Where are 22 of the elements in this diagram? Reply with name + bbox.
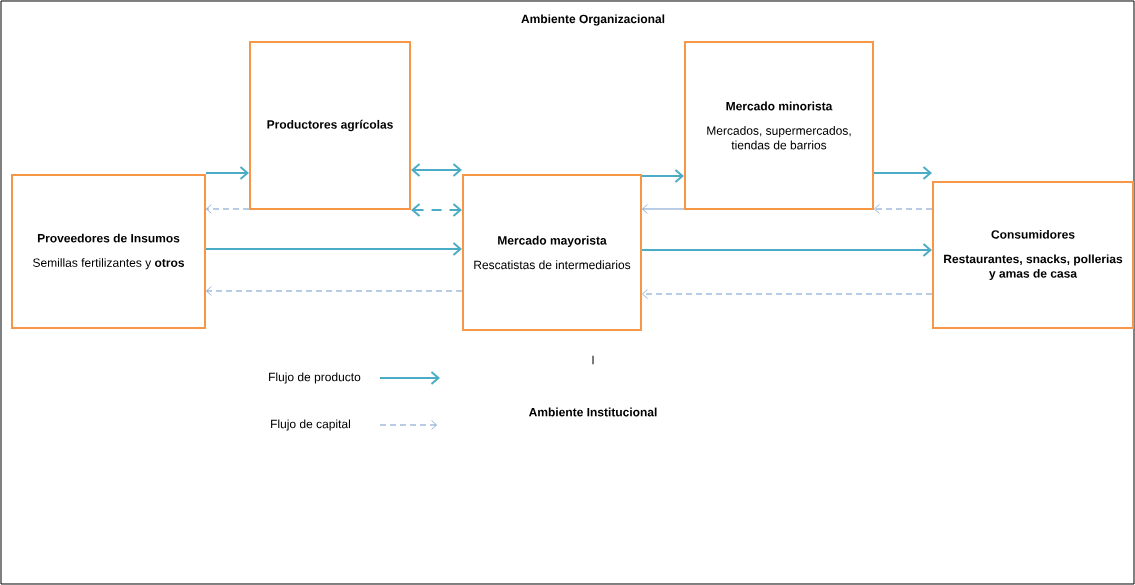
arrow <box>206 204 250 214</box>
process-box: Proveedores de Insumos Semillas fertilizantes y otros <box>11 174 206 329</box>
arrow <box>411 203 462 217</box>
arrow <box>874 204 933 214</box>
heading-text: Ambiente Organizacional <box>521 14 665 26</box>
process-box: Mercado mayorista Rescatistas de intermediarios <box>462 174 642 331</box>
arrow <box>642 289 933 299</box>
arrow <box>874 166 932 180</box>
arrow <box>206 166 249 180</box>
process-box: Mercado minorista Mercados, supermercados, tiendas de barrios <box>684 41 874 210</box>
arrow <box>642 243 932 257</box>
process-box: Consumidores Restaurantes, snacks, pollerias y amas de casa <box>932 181 1134 329</box>
legend-text: Flujo de producto <box>269 372 361 384</box>
arrow <box>206 242 462 256</box>
process-box: Productores agrícolas <box>249 41 411 210</box>
arrow <box>642 204 685 214</box>
arrow <box>206 286 463 296</box>
arrow <box>642 169 684 183</box>
heading-text: Ambiente Institucional <box>528 407 657 417</box>
mark-text: l <box>592 355 594 365</box>
legend-text: Flujo de capital <box>271 419 350 431</box>
arrow <box>411 163 462 177</box>
